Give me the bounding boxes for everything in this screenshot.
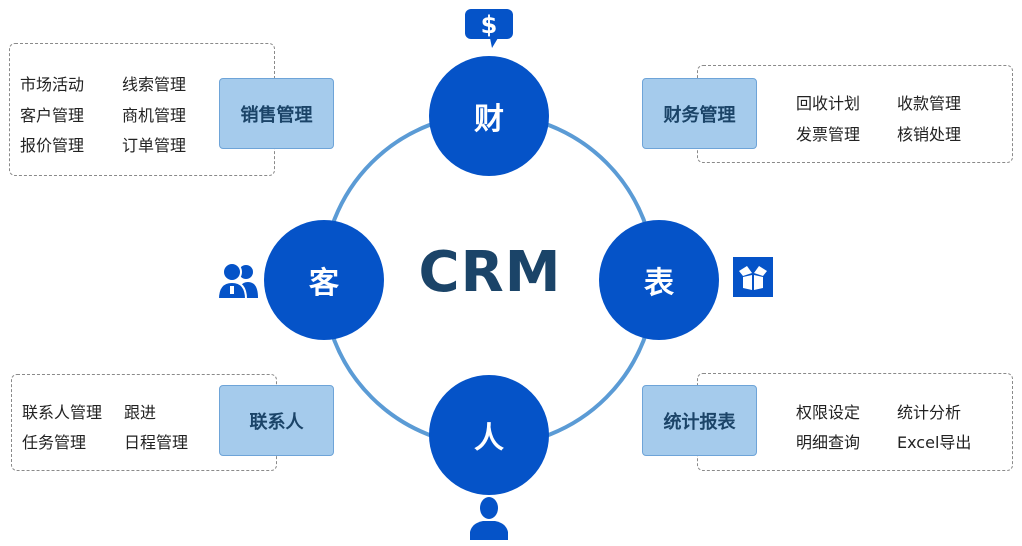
- open-box-icon: [733, 257, 773, 297]
- finance-item: 核销处理: [897, 125, 962, 144]
- dollar-chat-icon: $: [465, 9, 513, 48]
- sales-item: 报价管理: [20, 136, 85, 155]
- sales-item: 市场活动: [20, 75, 85, 94]
- crm-title: CRM: [418, 240, 562, 305]
- reports-item: 统计分析: [897, 403, 962, 422]
- finance-item: 回收计划: [796, 94, 861, 113]
- finance-item: 收款管理: [897, 94, 962, 113]
- sales-item: 商机管理: [122, 106, 187, 125]
- node-finance: 财: [429, 56, 549, 176]
- node-report: 表: [599, 220, 719, 340]
- node-people: 人: [429, 375, 549, 495]
- sales-item: 线索管理: [122, 75, 187, 94]
- contacts-item: 联系人管理: [22, 403, 103, 422]
- users-icon: [216, 262, 258, 300]
- finance-item: 发票管理: [796, 125, 861, 144]
- sales-management-label: 销售管理: [219, 78, 334, 149]
- reports-item: 明细查询: [796, 433, 861, 452]
- sales-item: 客户管理: [20, 106, 85, 125]
- contacts-label: 联系人: [219, 385, 334, 456]
- sales-item: 订单管理: [122, 136, 187, 155]
- reports-label: 统计报表: [642, 385, 757, 456]
- person-icon: [470, 497, 508, 540]
- contacts-item: 日程管理: [124, 433, 189, 452]
- contacts-item: 跟进: [124, 403, 157, 422]
- svg-text:$: $: [481, 11, 498, 39]
- reports-item: Excel导出: [897, 433, 972, 452]
- finance-management-label: 财务管理: [642, 78, 757, 149]
- reports-item: 权限设定: [796, 403, 861, 422]
- contacts-item: 任务管理: [22, 433, 87, 452]
- node-customer: 客: [264, 220, 384, 340]
